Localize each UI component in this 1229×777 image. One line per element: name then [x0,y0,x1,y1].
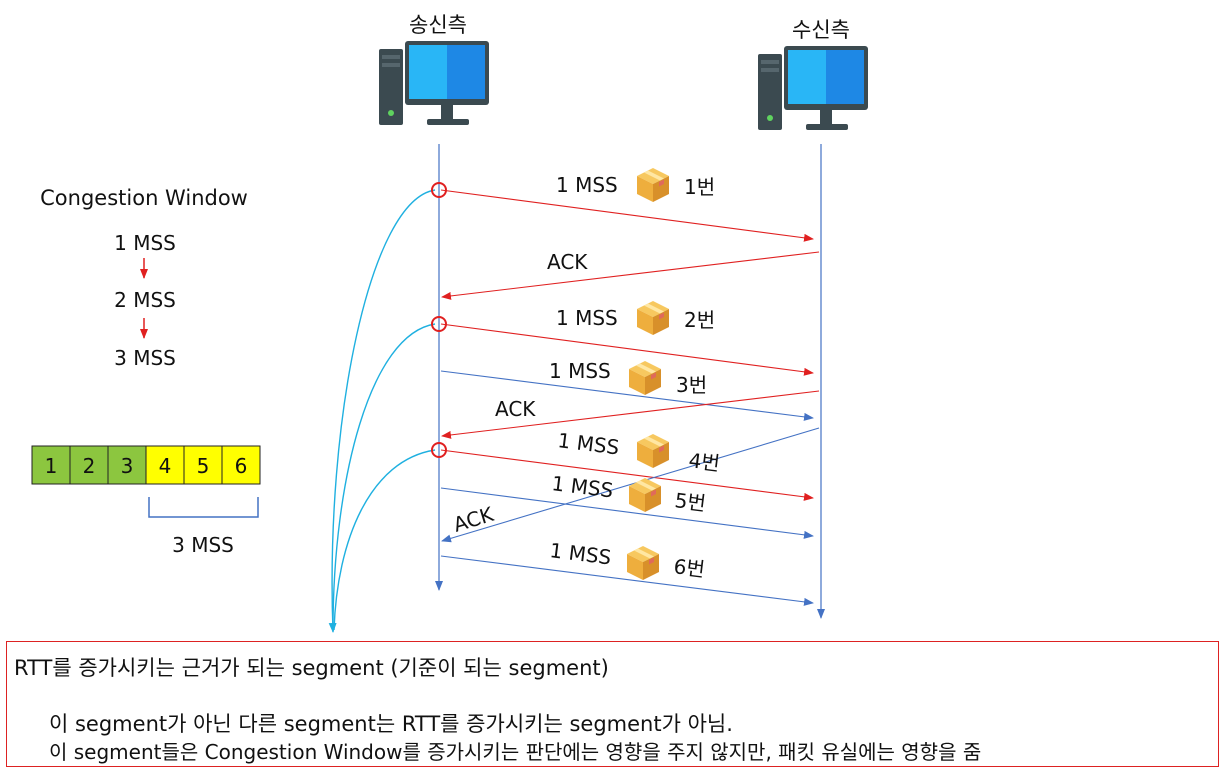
window-box-5 [183,445,223,485]
window-box-label-2: 2 [83,454,96,478]
window-brace [148,497,259,518]
receiver-label: 수신측 [792,18,850,42]
segment-5-number: 5번 [673,488,707,516]
segment-2-number: 2번 [684,308,715,332]
ack-1-label: ACK [547,250,588,274]
window-box-label-1: 1 [45,454,58,478]
rtt-marker-2 [431,316,447,332]
segment-2-arrow [440,323,814,376]
note-line-2: 이 segment가 아닌 다른 segment는 RTT를 증가시키는 seg… [49,712,733,736]
segment-1-number: 1번 [684,175,715,199]
cwnd-step-1: 1 MSS [114,231,176,255]
ack-2-arrow [441,390,820,439]
package-2-icon [637,301,669,335]
window-box-label-4: 4 [159,454,172,478]
window-caption: 3 MSS [172,533,234,557]
segment-1-mss: 1 MSS [556,173,618,197]
note-box: RTT를 증가시키는 근거가 되는 segment (기준이 되는 segmen… [6,641,1219,767]
segment-2-mss: 1 MSS [556,306,618,330]
rtt-curve-2 [332,323,436,631]
rtt-marker-1 [431,182,447,198]
sender-label: 송신측 [409,13,467,37]
ack-3-label: ACK [450,502,497,537]
rtt-curve-3 [333,449,436,631]
receiver-computer-icon [758,46,868,130]
package-6-icon [627,546,659,580]
segment-6-arrow [440,555,814,606]
window-box-label-6: 6 [235,454,248,478]
package-4-icon [637,434,669,468]
cwnd-step-2: 2 MSS [114,288,176,312]
segment-3-number: 3번 [676,373,707,397]
segment-6-number: 6번 [672,554,706,582]
note-line-1: RTT를 증가시키는 근거가 되는 segment (기준이 되는 segmen… [14,656,609,680]
window-boxes: 1 2 3 4 5 6 [31,445,261,485]
window-box-label-3: 3 [121,454,134,478]
sender-computer-icon [379,41,489,125]
ack-1-arrow [441,251,820,300]
segment-5-mss: 1 MSS [550,471,614,502]
segment-4-mss: 1 MSS [556,428,620,459]
segment-5-arrow [440,487,814,539]
note-line-3: 이 segment들은 Congestion Window를 증가시키는 판단에… [49,740,982,764]
rtt-marker-3 [431,442,447,458]
cwnd-step-3: 3 MSS [114,346,176,370]
cwnd-title: Congestion Window [40,186,248,210]
window-box-1 [31,445,71,485]
window-box-label-5: 5 [197,454,210,478]
window-box-3 [107,445,147,485]
segment-3-arrow [440,370,814,421]
package-1-icon [637,168,669,202]
package-3-icon [629,361,661,395]
segment-6-mss: 1 MSS [548,538,612,569]
window-box-2 [69,445,109,485]
window-box-6 [221,445,261,485]
segment-3-mss: 1 MSS [549,359,611,383]
segment-1-arrow [440,189,814,242]
rtt-curve-1 [328,189,436,633]
ack-3-arrow [441,427,820,543]
segment-4-number: 4번 [687,448,721,476]
ack-2-label: ACK [495,397,536,421]
segment-4-arrow [440,449,814,501]
